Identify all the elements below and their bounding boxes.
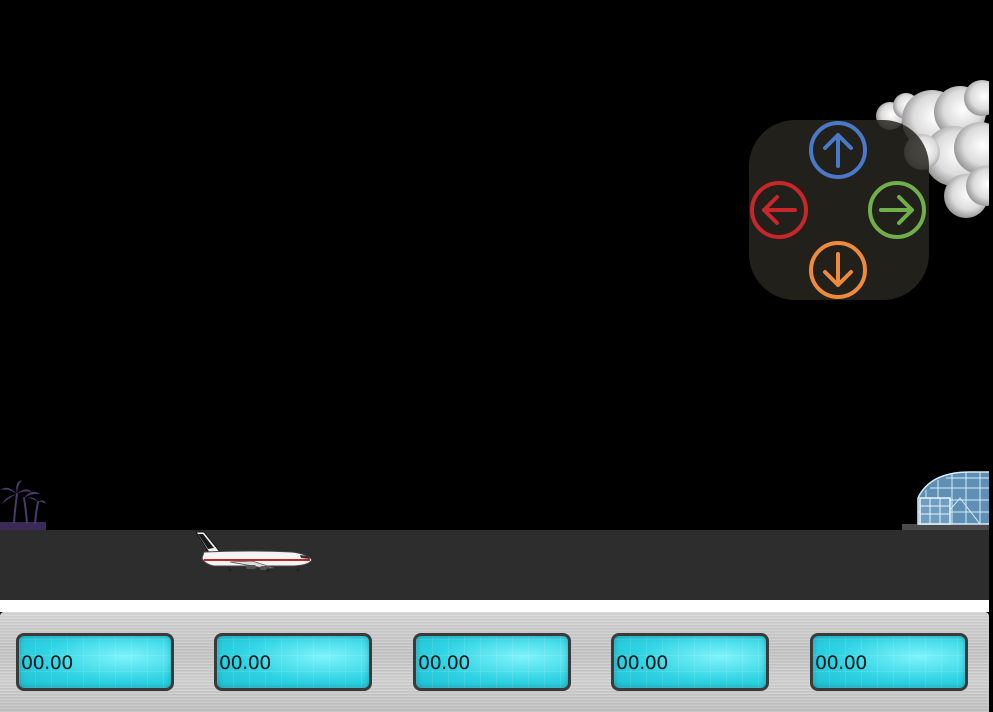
gauge-5: 00.00: [810, 633, 968, 691]
panel-gap: [0, 600, 989, 612]
arrow-down-icon: [809, 241, 867, 299]
up-button[interactable]: [808, 120, 868, 180]
arrow-up-icon: [809, 121, 867, 179]
gauge-4: 00.00: [611, 633, 769, 691]
gauge-2: 00.00: [214, 633, 372, 691]
gauge-value: 00.00: [21, 652, 73, 674]
arrow-right-icon: [868, 181, 926, 239]
gauge-value: 00.00: [616, 652, 668, 674]
down-button[interactable]: [808, 240, 868, 300]
left-button[interactable]: [749, 180, 809, 240]
gauge-1: 00.00: [16, 633, 174, 691]
gauge-value: 00.00: [418, 652, 470, 674]
gauge-value: 00.00: [219, 652, 271, 674]
arrow-left-icon: [750, 181, 808, 239]
right-button[interactable]: [867, 180, 927, 240]
direction-pad: [749, 120, 929, 300]
runway-ground: [0, 530, 989, 600]
palm-trees: [0, 480, 46, 532]
instrument-panel: 00.00 00.00 00.00 00.00 00.00: [0, 612, 989, 712]
airplane[interactable]: [190, 528, 314, 572]
gauge-3: 00.00: [413, 633, 571, 691]
gauge-value: 00.00: [815, 652, 867, 674]
hangar-building: [902, 471, 989, 532]
